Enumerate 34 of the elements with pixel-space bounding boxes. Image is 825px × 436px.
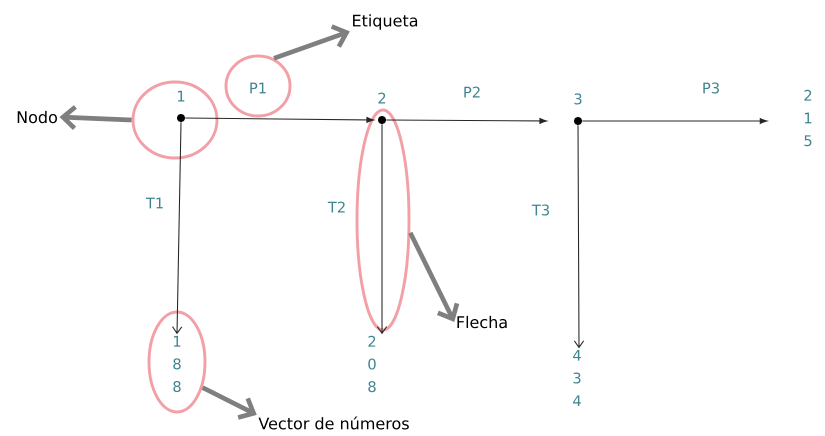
- number-vector: 2 1 5: [804, 90, 812, 146]
- annotation-label: Flecha: [457, 316, 507, 328]
- node-dot: [378, 116, 386, 124]
- highlight-circle: [132, 80, 218, 160]
- annotation-arrow: [273, 24, 350, 61]
- annotation-label: Etiqueta: [353, 14, 418, 30]
- edge-label: T1: [146, 198, 163, 208]
- node-dot: [177, 114, 185, 122]
- highlight-ellipse: [148, 310, 206, 414]
- number-vector: 1 8 8: [173, 336, 181, 392]
- arrow: [386, 118, 547, 124]
- number-vector: 2 0 8: [368, 336, 376, 392]
- edge-label: P1: [250, 82, 266, 94]
- annotation-arrow: [59, 105, 132, 130]
- highlight-circle: [224, 54, 292, 118]
- arrow: [376, 124, 388, 334]
- highlight-ellipse: [356, 108, 410, 332]
- annotation-arrow: [408, 232, 460, 322]
- node-number: 3: [574, 93, 582, 104]
- edge-label: T3: [532, 204, 549, 216]
- edge-label: P3: [703, 82, 719, 94]
- node-number: 2: [378, 92, 386, 104]
- arrow: [582, 118, 768, 124]
- node-number: 1: [178, 90, 184, 102]
- arrow: [574, 125, 584, 348]
- annotation-arrow: [202, 386, 257, 420]
- arrow: [172, 122, 182, 334]
- node-dot: [574, 117, 582, 125]
- edge-label: P2: [464, 86, 480, 98]
- annotation-label: Nodo: [18, 110, 57, 124]
- annotation-label: Vector de números: [258, 416, 409, 430]
- edge-label: T2: [328, 202, 345, 212]
- arrow: [185, 116, 374, 123]
- number-vector: 4 3 4: [573, 350, 581, 406]
